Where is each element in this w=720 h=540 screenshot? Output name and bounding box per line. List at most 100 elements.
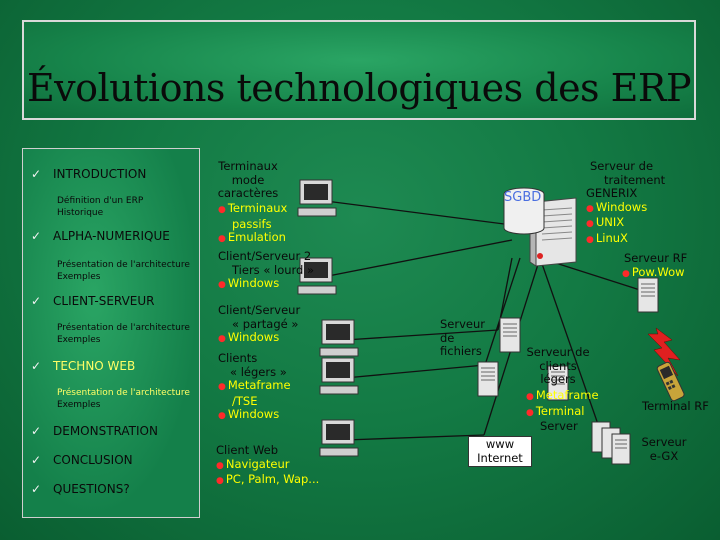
thin-client-server-icon (547, 365, 569, 401)
check-icon: ✓ (31, 294, 42, 308)
rf-server-icon (637, 277, 659, 313)
text-line: « légers » (230, 364, 287, 379)
rf-terminal-icon (656, 361, 685, 402)
text-line: Serveur de (526, 345, 590, 359)
computer-icon (319, 357, 359, 395)
computer-icon (319, 419, 359, 457)
menu-label: INTRODUCTION (53, 167, 147, 181)
check-icon: ✓ (31, 229, 42, 243)
menu-item-introduction[interactable]: ✓ INTRODUCTION (31, 167, 146, 181)
bullet-text: Pow.Wow (631, 264, 685, 279)
text-line: Tiers « lourd » (232, 262, 315, 277)
menu-item-questions[interactable]: ✓ QUESTIONS? (31, 482, 130, 496)
serveur-clients-legers-label: Serveur de clients légers (516, 345, 600, 387)
slide-title: Évolutions technologiques des ERP (26, 66, 692, 110)
text-line: Client/Serveur (218, 303, 301, 317)
bullet-icon: ● (218, 411, 226, 421)
bullet-text: UNIX (595, 215, 625, 229)
sub-item[interactable]: Historique (57, 208, 104, 218)
bullet-icon: ● (622, 268, 630, 279)
check-icon: ✓ (31, 424, 42, 438)
bullet-text: PC, Palm, Wap... (225, 472, 320, 486)
bullet-text: Navigateur (225, 456, 290, 471)
computer-icon (297, 257, 337, 295)
serveur-clients-legers-bullets: ●Metaframe ●Terminal Server (526, 388, 599, 434)
computer-icon (319, 319, 359, 357)
text-line: Client/Serveur 2 (218, 249, 312, 263)
text-line: légers (540, 372, 576, 386)
sub-item[interactable]: Présentation de l'architecture (57, 260, 190, 270)
database-icon (503, 187, 545, 235)
menu-item-techno-web[interactable]: ✓ TECHNO WEB (31, 359, 135, 373)
sub-item[interactable]: Exemples (57, 335, 101, 345)
bullet-text: passifs (232, 216, 272, 231)
check-icon: ✓ (31, 167, 42, 181)
lightning-icon (647, 327, 681, 377)
menu-label: CONCLUSION (53, 453, 133, 467)
text-line: « partagé » (232, 316, 299, 331)
text-line: traitement (604, 172, 666, 187)
bullet-text: Windows (595, 199, 648, 214)
client-web-label: Client Web ●Navigateur ●PC, Palm, Wap... (216, 443, 320, 489)
serveur-generix-label: Serveur de traitement GENERIX ●Windows ●… (586, 159, 676, 247)
terminal-rf-label: Terminal RF (642, 399, 709, 413)
menu-label: DEMONSTRATION (53, 424, 158, 438)
bullet-icon: ● (216, 460, 224, 471)
client-partage-label: Client/Serveur « partagé » ●Windows (218, 303, 301, 347)
bullet-icon: ● (526, 407, 534, 418)
check-icon: ✓ (31, 453, 42, 467)
bullet-icon: ● (218, 234, 226, 244)
bullet-icon: ● (218, 280, 226, 290)
sub-item[interactable]: Présentation de l'architecture (57, 388, 190, 398)
text-line: Terminaux (218, 159, 278, 173)
text-line: Client Web (216, 443, 279, 457)
text-line: Internet (477, 450, 523, 465)
menu-item-demonstration[interactable]: ✓ DEMONSTRATION (31, 424, 158, 438)
terminaux-label: Terminaux mode caractères (216, 159, 280, 201)
bullet-text: Windows (227, 330, 280, 344)
text-line: Serveur RF (624, 251, 688, 265)
bullet-icon: ● (218, 382, 226, 392)
bullet-text: Windows (227, 407, 280, 421)
text-line: www (485, 437, 515, 451)
www-internet-label: www Internet (468, 436, 532, 467)
menu-item-alpha-numerique[interactable]: ✓ ALPHA-NUMERIQUE (31, 229, 170, 243)
serveur-fichiers-label: Serveur de fichiers (440, 317, 486, 359)
terminal-computer-icon (297, 179, 337, 217)
check-icon: ✓ (31, 359, 42, 373)
check-icon: ✓ (31, 482, 42, 496)
serveur-egx-label: Serveur e-GX (634, 435, 694, 463)
bullet-text: Metaframe (535, 388, 599, 402)
navigation-panel: ✓ INTRODUCTION Définition d'un ERP Histo… (22, 148, 200, 518)
bullet-text: Server (540, 419, 578, 433)
text-line: e-GX (649, 448, 679, 463)
client-lourd-label: Client/Serveur 2 Tiers « lourd » ●Window… (218, 249, 315, 293)
bullet-icon: ● (586, 234, 594, 245)
menu-label: QUESTIONS? (53, 482, 130, 496)
serveur-rf-label: Serveur RF ●Pow.Wow (622, 251, 688, 281)
sub-item[interactable]: Exemples (57, 272, 101, 282)
menu-label: CLIENT-SERVEUR (53, 294, 155, 308)
bullet-text: Terminaux (227, 201, 288, 215)
sgbd-label: SGBD (504, 190, 542, 205)
text-line: Serveur (440, 317, 486, 331)
text-line: clients (539, 358, 577, 373)
text-line: fichiers (440, 344, 482, 358)
menu-item-conclusion[interactable]: ✓ CONCLUSION (31, 453, 133, 467)
title-box: Évolutions technologiques des ERP (22, 20, 696, 120)
file-server-icon (499, 317, 521, 353)
clients-legers-label: Clients « légers » ●Metaframe /TSE ●Wind… (218, 351, 291, 424)
sub-item[interactable]: Exemples (57, 400, 101, 410)
menu-item-client-serveur[interactable]: ✓ CLIENT-SERVEUR (31, 294, 155, 308)
bullet-icon: ● (216, 476, 224, 486)
terminaux-bullets: ●Terminaux passifs ●Emulation (218, 201, 288, 247)
bullet-icon: ● (218, 334, 226, 344)
bullet-text: Emulation (227, 230, 286, 244)
sub-item[interactable]: Présentation de l'architecture (57, 323, 190, 333)
server-tower-icon (477, 361, 499, 397)
text-line: caractères (217, 186, 279, 200)
bullet-icon: ● (586, 219, 594, 229)
sub-item[interactable]: Définition d'un ERP (57, 196, 144, 206)
bullet-text: Terminal (535, 403, 585, 418)
